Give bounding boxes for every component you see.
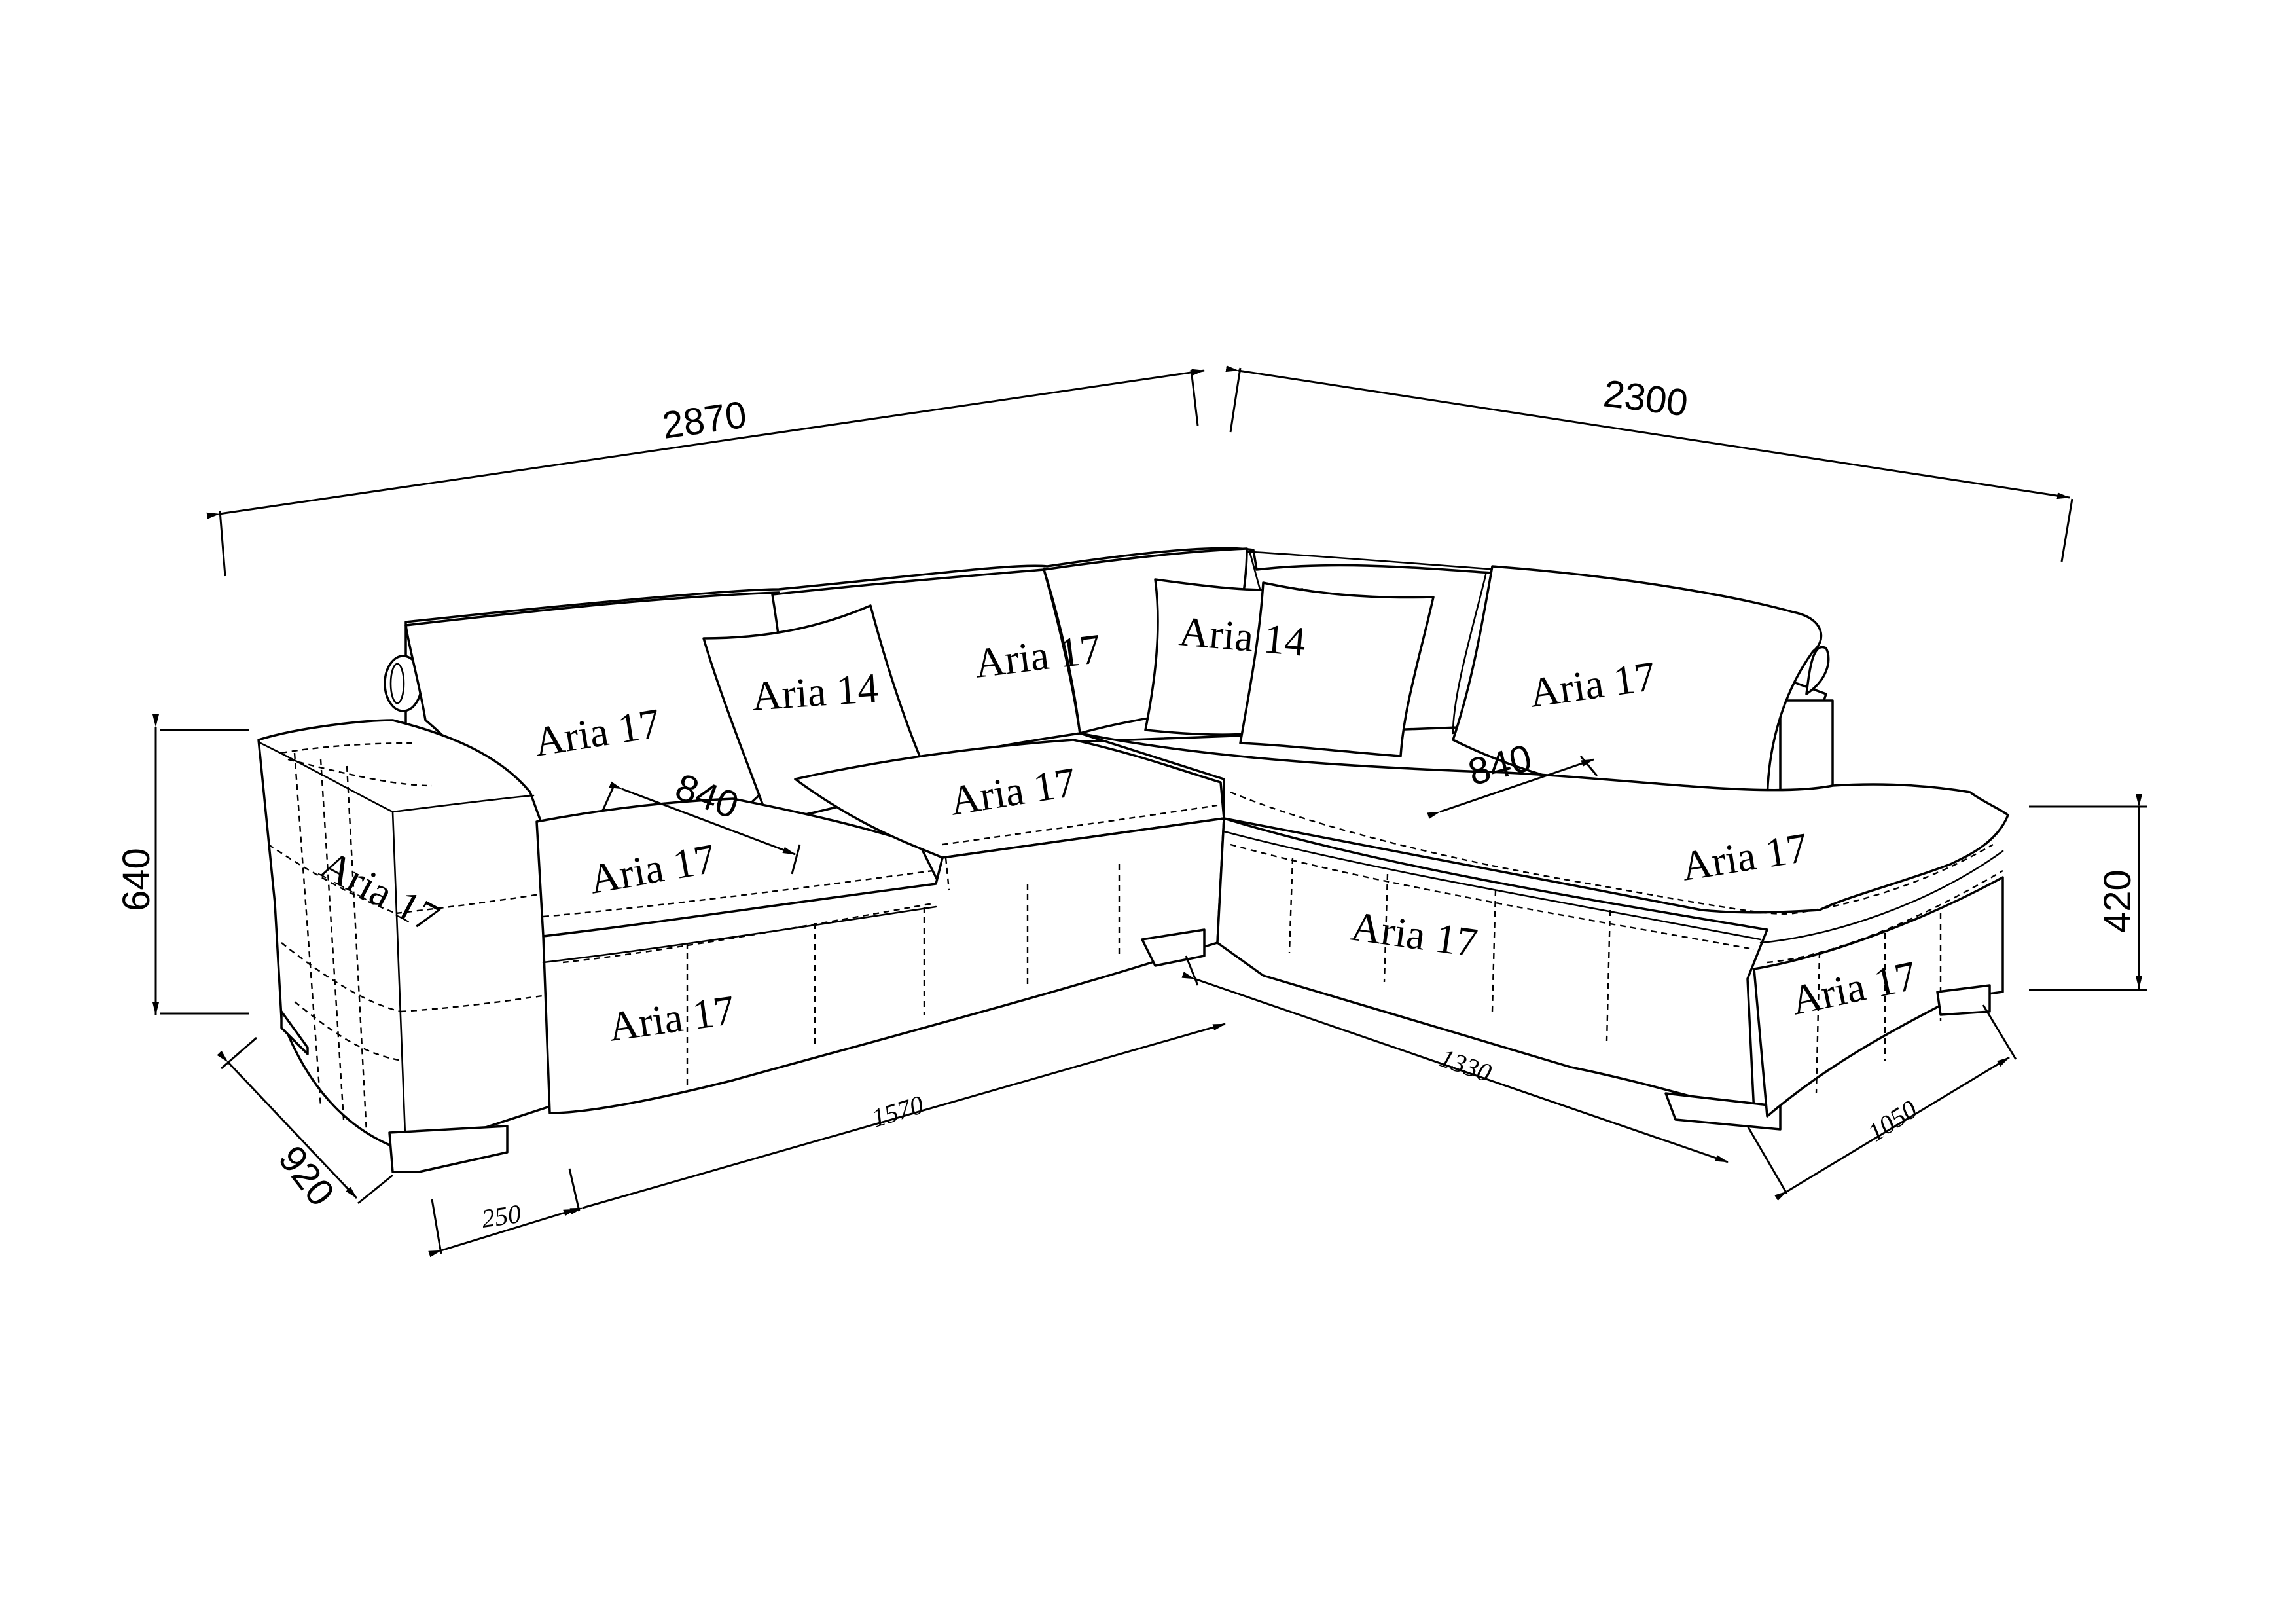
chaise-seat <box>1079 732 2009 915</box>
dimension-corner-run <box>1181 955 1729 1163</box>
pillow-left-label: Aria 14 <box>750 665 880 720</box>
corner-run-label: 1330 <box>1436 1043 1495 1088</box>
left-armrest <box>257 719 551 1173</box>
depth-label: 920 <box>270 1138 343 1214</box>
left-end-bolster <box>384 655 423 712</box>
dimension-chaise-width <box>1746 1004 2017 1201</box>
right-end-bolster <box>1779 646 1834 793</box>
height-total-label: 640 <box>115 848 158 911</box>
pillow-right-front <box>1239 581 1435 757</box>
dimension-seat-height <box>2029 794 2147 991</box>
seat-height-label: 420 <box>2096 869 2139 933</box>
dimension-overall-right <box>1225 365 2073 562</box>
armrest-width-label: 250 <box>480 1199 523 1233</box>
dimension-seat-depth-left <box>601 781 801 875</box>
dimension-height <box>152 714 249 1015</box>
overall-right-length-label: 2300 <box>1601 372 1690 424</box>
pillow-right-label: Aria 14 <box>1177 608 1308 665</box>
dimension-overall-left <box>206 369 1205 577</box>
chaise-width-label: 1050 <box>1862 1094 1922 1147</box>
dimension-depth <box>217 1036 393 1205</box>
front-seat-run-label: 1570 <box>868 1089 927 1133</box>
chaise-end <box>1753 850 2004 1118</box>
dimension-seat-depth-right <box>1427 756 1598 819</box>
dimension-front-seat-run <box>569 1023 1226 1215</box>
